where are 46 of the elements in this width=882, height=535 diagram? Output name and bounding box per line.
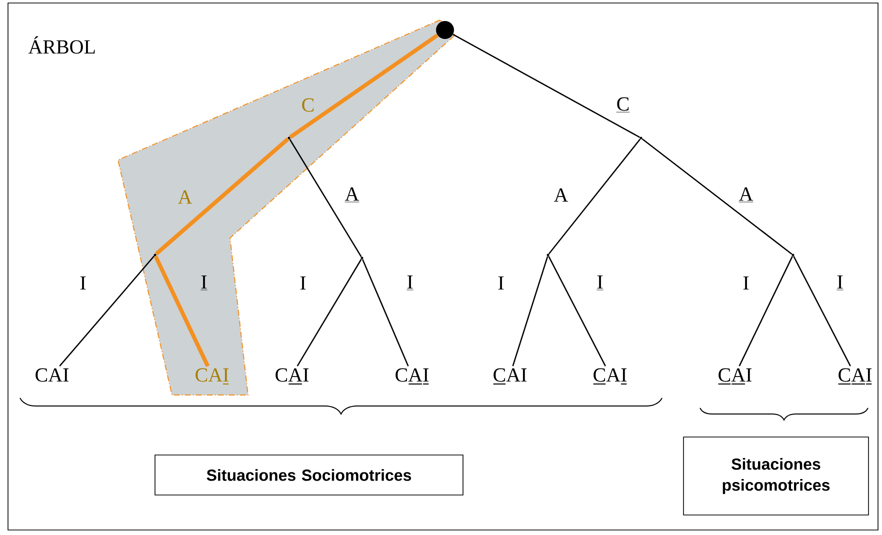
branch-line bbox=[362, 259, 409, 366]
edge-label: I bbox=[200, 275, 208, 290]
leaf-label: CAI bbox=[396, 368, 429, 382]
category-box: Situaciones Sociomotrices bbox=[154, 454, 464, 496]
leaf-label: CAI bbox=[494, 368, 527, 382]
branch-point bbox=[640, 136, 642, 140]
branch-point bbox=[546, 254, 550, 256]
branch-line bbox=[289, 34, 439, 139]
edge-label: A bbox=[554, 188, 568, 202]
edge-label: A bbox=[738, 187, 754, 202]
branch-line bbox=[289, 138, 362, 258]
branch-point bbox=[288, 136, 290, 140]
branch-line bbox=[452, 34, 640, 138]
edge-label: I bbox=[80, 276, 86, 290]
root-dot bbox=[436, 21, 454, 39]
branch-point bbox=[360, 256, 364, 260]
category-box: Situaciones psicomotrices bbox=[683, 436, 869, 516]
branch-line bbox=[548, 138, 641, 254]
leaf-label: CAI bbox=[838, 368, 872, 382]
edge-label: I bbox=[836, 275, 844, 290]
edge-label: I bbox=[300, 276, 306, 290]
edge-label: A bbox=[178, 190, 192, 204]
leaf-label: CAI bbox=[196, 368, 229, 382]
branch-line bbox=[738, 256, 793, 366]
branch-line bbox=[512, 256, 548, 366]
edge-label: A bbox=[344, 187, 360, 202]
leaf-label: CAI bbox=[718, 368, 752, 382]
edge-label: C bbox=[616, 97, 630, 112]
branch-line bbox=[793, 256, 851, 366]
leaf-label: CAI bbox=[36, 368, 69, 382]
edge-label: I bbox=[406, 275, 414, 290]
branch-line bbox=[154, 255, 210, 367]
branch-line bbox=[296, 258, 362, 366]
branch-line bbox=[642, 138, 792, 255]
branch-line bbox=[59, 256, 155, 366]
branch-point bbox=[154, 254, 156, 256]
title: ÁRBOL bbox=[28, 36, 95, 54]
branch-point bbox=[792, 254, 794, 256]
leaf-label: CAI bbox=[276, 368, 309, 382]
edge-label: C bbox=[302, 98, 314, 112]
branch-line bbox=[154, 137, 290, 256]
edge-label: I bbox=[498, 276, 504, 290]
edge-label: I bbox=[596, 275, 604, 290]
branch-line bbox=[548, 256, 606, 366]
leaf-label: CAI bbox=[594, 368, 627, 382]
edge-label: I bbox=[743, 276, 749, 290]
